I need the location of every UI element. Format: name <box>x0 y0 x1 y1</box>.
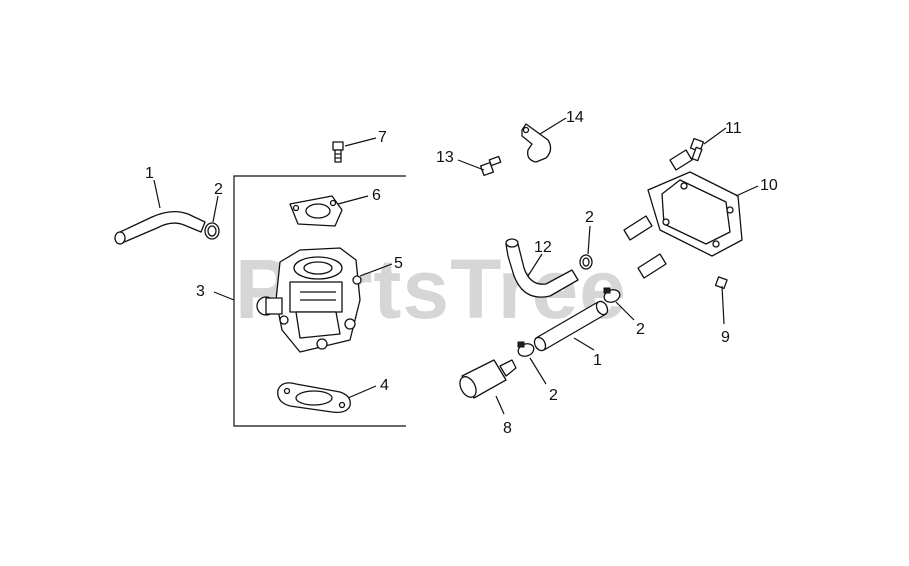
callout-2-clamp-left: 2 <box>214 181 223 198</box>
fuel-pump[interactable] <box>623 149 743 279</box>
callout-6-gasket-upper: 6 <box>372 187 381 204</box>
callout-2-clamp-filter: 2 <box>549 387 558 404</box>
hose-clamp-filter[interactable] <box>516 341 535 359</box>
hose-clamp-upper-mid[interactable] <box>579 254 593 270</box>
clip-bracket[interactable] <box>521 123 552 163</box>
callout-13-screw: 13 <box>436 149 454 166</box>
hose-clamp-left[interactable] <box>204 222 220 240</box>
fuel-hose-left[interactable] <box>114 210 206 245</box>
callout-8-fuel-filter: 8 <box>503 420 512 437</box>
fuel-hose-bent[interactable] <box>505 238 579 298</box>
callout-2-clamp-right: 2 <box>636 321 645 338</box>
callout-2-clamp-upper-mid: 2 <box>585 209 594 226</box>
callout-1-hose-left: 1 <box>145 165 154 182</box>
gasket-upper[interactable] <box>289 195 343 227</box>
carburetor[interactable] <box>256 247 362 353</box>
fuel-hose-mid[interactable] <box>532 299 610 352</box>
callout-1-hose-mid: 1 <box>593 352 602 369</box>
callout-9-nut-small: 9 <box>721 329 730 346</box>
callout-3-carb-assembly: 3 <box>196 283 205 300</box>
callout-11-bolt-pump: 11 <box>725 120 742 137</box>
fuel-filter[interactable] <box>457 359 517 400</box>
callout-7-bolt-top: 7 <box>378 129 387 146</box>
callout-14-clip: 14 <box>566 109 584 126</box>
hose-clamp-right[interactable] <box>602 287 621 305</box>
gasket-lower[interactable] <box>277 382 351 414</box>
callout-5-carburetor: 5 <box>394 255 403 272</box>
screw-small[interactable] <box>479 155 502 177</box>
bolt-top[interactable] <box>332 141 344 163</box>
callout-4-gasket-lower: 4 <box>380 377 389 394</box>
bolt-pump[interactable] <box>689 137 705 162</box>
callout-12-hose-bent: 12 <box>534 239 552 256</box>
leader-lines <box>153 117 759 415</box>
callout-10-fuel-pump: 10 <box>760 177 778 194</box>
assembly-frame <box>233 175 406 427</box>
nut-small[interactable] <box>714 276 728 290</box>
